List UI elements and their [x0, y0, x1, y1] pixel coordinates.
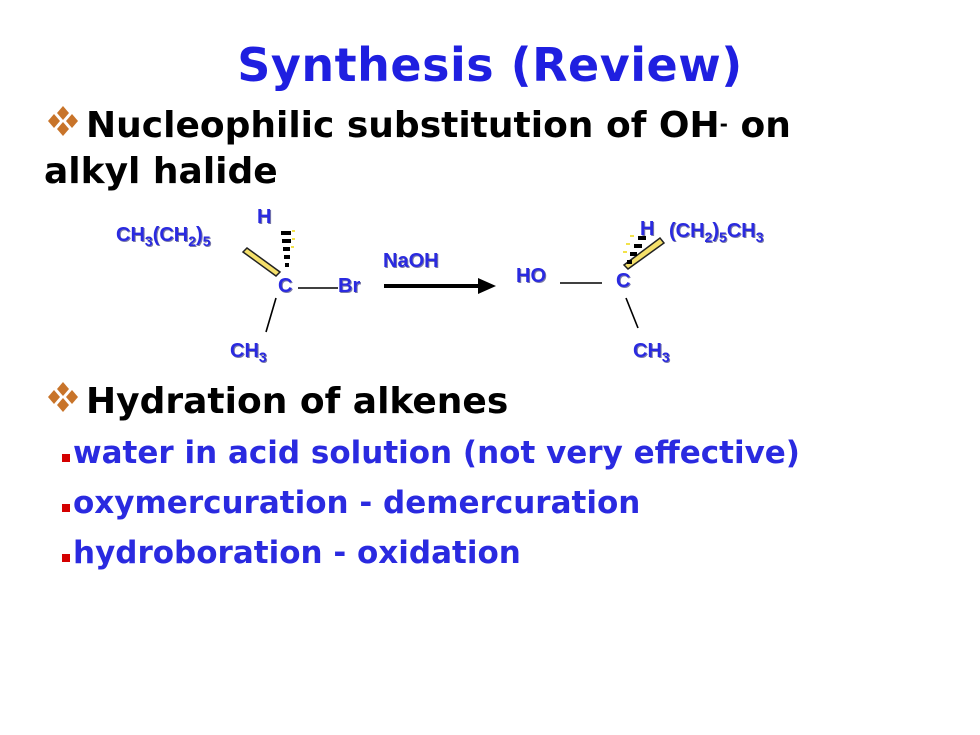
right-hash-bond: [627, 236, 646, 264]
heading-line2: alkyl halide: [44, 151, 278, 192]
diamond-bullet-icon: [48, 382, 78, 412]
left-wedge-bond: [241, 247, 282, 277]
section-heading-substitution: Nucleophilic substitution of OH- on: [44, 104, 791, 148]
hydroxide-charge: -: [719, 112, 728, 136]
left-hexyl-substituent: CH3(CH2)5: [116, 224, 211, 249]
bromine: Br: [338, 275, 361, 297]
hydration-heading-text: Hydration of alkenes: [86, 381, 509, 422]
list-item: oxymercuration - demercuration: [62, 485, 640, 521]
left-hydrogen: H: [257, 206, 272, 228]
right-c-ch3-bond: [625, 297, 639, 329]
section-heading-hydration: Hydration of alkenes: [44, 380, 508, 424]
diamond-bullet-icon: [48, 106, 78, 136]
left-hash-bond: [281, 231, 291, 267]
right-carbon: C: [616, 270, 631, 292]
list-item: hydroboration - oxidation: [62, 535, 521, 571]
right-wedge-bond: [622, 236, 666, 270]
square-bullet-icon: [62, 503, 70, 512]
square-bullet-icon: [62, 453, 70, 462]
right-hydrogen: H: [640, 218, 655, 240]
left-c-ch3-bond: [265, 297, 277, 333]
list-item: water in acid solution (not very effecti…: [62, 435, 800, 471]
reagent-naoh: NaOH: [383, 250, 439, 272]
heading-line1: Nucleophilic substitution of OH: [86, 105, 720, 146]
slide-title: Synthesis (Review): [237, 38, 743, 92]
right-hexyl-substituent: (CH2)5CH3: [669, 220, 764, 245]
left-carbon: C: [278, 275, 293, 297]
right-methyl: CH3: [633, 340, 670, 365]
heading-line1-end: on: [727, 105, 791, 146]
hydroxyl-group: HO: [516, 265, 546, 287]
arrow-head-icon: [478, 278, 496, 294]
left-methyl: CH3: [230, 340, 267, 365]
square-bullet-icon: [62, 553, 70, 562]
